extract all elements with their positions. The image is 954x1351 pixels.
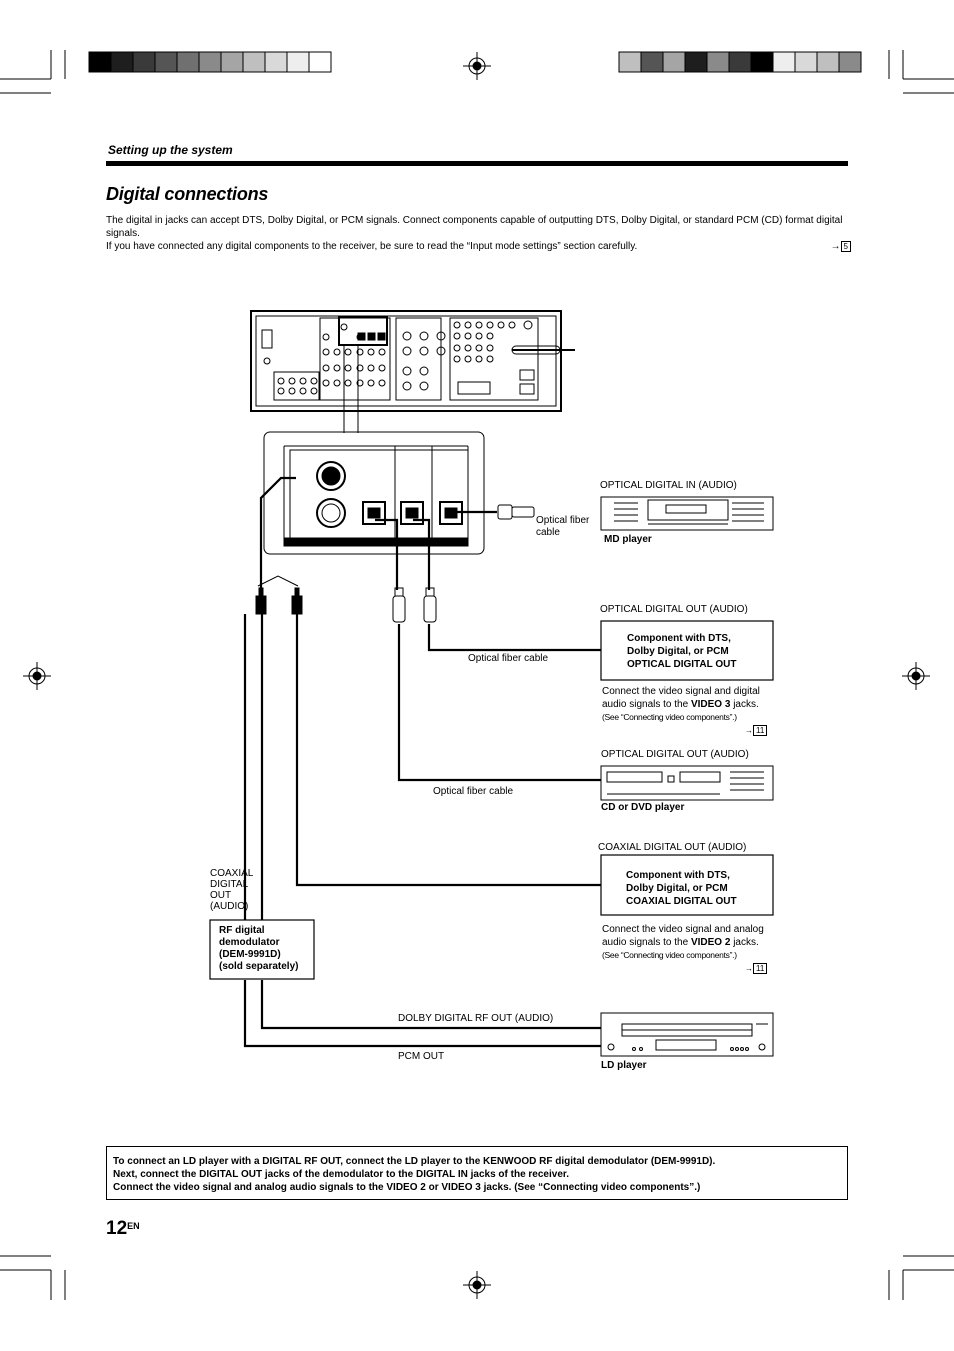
rf-box-line-2: demodulator xyxy=(219,937,280,948)
rf-box-line-3: (DEM-9991D) xyxy=(219,949,281,960)
comp1-box-line-1: Component with DTS, xyxy=(627,633,731,644)
comp2-note-line-1: Connect the video signal and analog xyxy=(602,924,764,935)
section-heading: Setting up the system xyxy=(108,143,233,157)
component-coaxial-box xyxy=(600,854,774,916)
comp2-box-line-2: Dolby Digital, or PCM xyxy=(626,883,728,894)
intro-page-ref: →5 xyxy=(831,240,851,253)
page-title: Digital connections xyxy=(106,184,269,204)
digital-in-jacks-callout xyxy=(263,431,485,555)
dolby-rf-label: DOLBY DIGITAL RF OUT (AUDIO) xyxy=(398,1013,554,1024)
coax-plugs xyxy=(255,587,303,615)
comp1-box-text: Component with DTS, Dolby Digital, or PC… xyxy=(627,632,736,671)
comp2-note-jack: VIDEO 2 xyxy=(690,937,731,948)
comp1-label: OPTICAL DIGITAL OUT (AUDIO) xyxy=(600,604,748,615)
rf-box-text: RF digital demodulator (DEM-9991D) (sold… xyxy=(219,925,298,973)
comp2-box-text: Component with DTS, Dolby Digital, or PC… xyxy=(626,869,737,908)
cd-player-icon xyxy=(600,765,774,801)
comp1-note-pre: audio signals to the xyxy=(602,699,691,710)
comp2-note-post: jacks. xyxy=(730,937,759,948)
calibration-bar-right xyxy=(618,51,862,73)
comp2-note-line-2: audio signals to the VIDEO 2 jacks. xyxy=(602,936,764,949)
comp2-box-line-1: Component with DTS, xyxy=(626,870,730,881)
cd-cable-label: Optical fiber cable xyxy=(433,786,514,797)
comp1-box-line-3: OPTICAL DIGITAL OUT xyxy=(627,659,737,670)
pcm-out-label: PCM OUT xyxy=(398,1051,445,1062)
rf-box-line-4: (sold separately) xyxy=(219,961,299,972)
ld-player-label: LD player xyxy=(601,1060,647,1071)
page-number: 12EN xyxy=(106,1218,140,1240)
comp1-note-line-1: Connect the video signal and digital xyxy=(602,686,760,697)
ld-note-line-2: Next, connect the DIGITAL OUT jacks of t… xyxy=(113,1169,570,1180)
comp2-box-line-3: COAXIAL DIGITAL OUT xyxy=(626,896,737,907)
ld-note-box: To connect an LD player with a DIGITAL R… xyxy=(106,1146,848,1200)
page-number-value: 12 xyxy=(106,1218,128,1239)
rf-box-line-1: RF digital xyxy=(219,925,265,936)
section-rule xyxy=(106,161,848,166)
coax-label-line-3: OUT xyxy=(210,890,232,901)
ld-note-line-3: Connect the video signal and analog audi… xyxy=(113,1182,701,1193)
md-player-icon xyxy=(600,496,774,531)
calibration-bar-left xyxy=(88,51,332,73)
book-ref-icon: 5 xyxy=(840,241,851,252)
intro-line-2: If you have connected any digital compon… xyxy=(106,240,851,253)
comp1-note-line-2: audio signals to the VIDEO 3 jacks. xyxy=(602,698,760,711)
rf-demodulator-box xyxy=(209,919,315,980)
coax-label-line-4: (AUDIO) xyxy=(210,901,249,912)
component-optical-box xyxy=(600,620,774,681)
coax-out-label: COAXIAL DIGITAL OUT (AUDIO) xyxy=(210,868,253,912)
comp2-note-pre: audio signals to the xyxy=(602,937,691,948)
comp1-ref: →11 xyxy=(745,725,768,736)
md-player-label: MD player xyxy=(604,534,652,545)
comp2-label: COAXIAL DIGITAL OUT (AUDIO) xyxy=(598,842,747,853)
intro-line-1: The digital in jacks can accept DTS, Dol… xyxy=(106,215,843,239)
md-cable-label: Optical fiber cable xyxy=(536,515,590,538)
md-section-label: OPTICAL DIGITAL IN (AUDIO) xyxy=(600,480,737,491)
comp1-note-post: jacks. xyxy=(730,699,759,710)
receiver-rear-panel xyxy=(250,310,575,412)
optical-plugs xyxy=(392,504,535,623)
comp2-ref: →11 xyxy=(745,963,768,974)
coax-label-line-1: COAXIAL xyxy=(210,868,254,879)
comp2-note: Connect the video signal and analog audi… xyxy=(602,923,764,962)
intro-text: The digital in jacks can accept DTS, Dol… xyxy=(106,214,851,253)
comp2-note-line-3: (See “Connecting video components”.) xyxy=(602,950,737,960)
comp1-box-line-2: Dolby Digital, or PCM xyxy=(627,646,729,657)
comp1-note-jack: VIDEO 3 xyxy=(690,699,731,710)
book-ref-icon: 11 xyxy=(753,725,768,736)
page-lang: EN xyxy=(127,1221,140,1231)
cd-player-label: CD or DVD player xyxy=(601,802,685,813)
coax-label-line-2: DIGITAL xyxy=(210,879,249,890)
comp1-note: Connect the video signal and digital aud… xyxy=(602,685,760,724)
ld-note-line-1: To connect an LD player with a DIGITAL R… xyxy=(113,1156,716,1167)
cd-label: OPTICAL DIGITAL OUT (AUDIO) xyxy=(601,749,749,760)
intro-line-2-text: If you have connected any digital compon… xyxy=(106,241,638,252)
book-ref-icon: 11 xyxy=(753,963,768,974)
comp1-cable-label: Optical fiber cable xyxy=(468,653,549,664)
registration-targets xyxy=(23,52,930,1299)
comp1-note-line-3: (See “Connecting video components”.) xyxy=(602,712,737,722)
ld-player-icon xyxy=(600,1012,774,1057)
